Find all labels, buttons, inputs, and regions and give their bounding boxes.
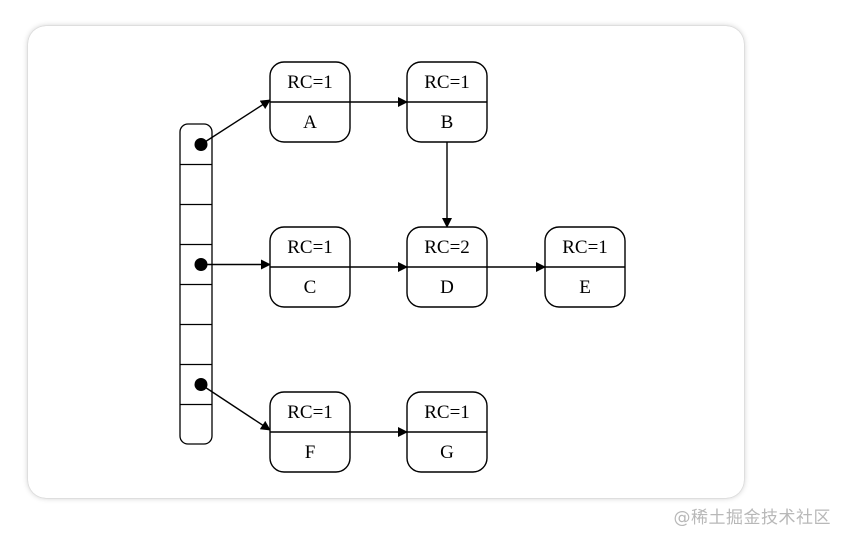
node-D: RC=2D: [406, 226, 488, 308]
node-refcount: RC=1: [562, 237, 608, 258]
watermark: @稀土掘金技术社区: [673, 508, 831, 528]
node-label: C: [304, 277, 317, 298]
node-label: A: [303, 112, 317, 133]
edges: [200, 97, 546, 437]
node-A: RC=1A: [269, 61, 351, 143]
node-refcount: RC=2: [424, 237, 470, 258]
edge-stack-6-to-F: [200, 383, 271, 431]
node-C: RC=1C: [269, 226, 351, 308]
node-refcount: RC=1: [287, 237, 333, 258]
node-label: E: [579, 277, 591, 298]
stack-column: [179, 123, 213, 445]
node-refcount: RC=1: [287, 402, 333, 423]
node-label: G: [440, 442, 454, 463]
node-label: D: [440, 277, 454, 298]
node-refcount: RC=1: [424, 402, 470, 423]
node-label: F: [305, 442, 316, 463]
edge-stack-0-to-A: [200, 99, 271, 146]
node-refcount: RC=1: [287, 72, 333, 93]
node-G: RC=1G: [406, 391, 488, 473]
node-E: RC=1E: [544, 226, 626, 308]
node-B: RC=1B: [406, 61, 488, 143]
node-refcount: RC=1: [424, 72, 470, 93]
node-label: B: [441, 112, 454, 133]
node-F: RC=1F: [269, 391, 351, 473]
